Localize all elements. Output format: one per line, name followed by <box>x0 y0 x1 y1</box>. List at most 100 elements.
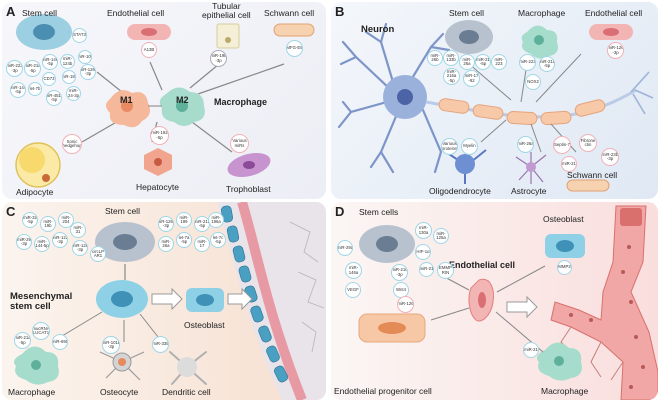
mirna-bubble: miR-21a -5p <box>14 332 31 349</box>
c-osteoblast-label: Osteoblast <box>184 320 225 330</box>
mirna-bubble: miR-23b -3p <box>601 148 619 166</box>
panel-d-letter: D <box>335 204 345 219</box>
mirna-bubble: miR- 31 <box>70 222 86 238</box>
mirna-bubble: miR-126 <box>397 296 414 313</box>
mirna-bubble: miR-122 -3p <box>52 232 68 248</box>
mirna-bubble: EMMP RIN <box>437 262 454 279</box>
mirna-bubble: miR-146 -5p <box>42 54 58 70</box>
m2-label: M2 <box>176 95 189 105</box>
panel-a-graphics <box>15 14 315 188</box>
stem-cell-label: Stem cell <box>22 8 57 18</box>
mirna-bubble: HIF-1α <box>415 244 431 260</box>
mirna-bubble: miR-335 <box>152 336 169 353</box>
panel-c-letter: C <box>6 204 16 219</box>
mirna-bubble: miR-21 -5p <box>475 54 491 70</box>
schwann-cell-label: Schwann cell <box>264 8 315 18</box>
mirna-bubble: miR-126 -3p <box>72 240 88 256</box>
mirna-bubble: NOX2 <box>525 74 541 90</box>
panel-a-letter: A <box>6 4 16 19</box>
mirna-bubble: miR-223 -3p <box>6 60 23 77</box>
mirna-bubble: STAT3 <box>72 28 87 43</box>
mirna-bubble: miR-21a -5p <box>539 56 555 72</box>
panel-a: A Stem cell Endothelial cell Tubular epi… <box>2 2 326 199</box>
panel-d: D Stem cells Osteoblast Endothelial cell… <box>331 202 658 400</box>
mirna-bubble: miR-21a -5p <box>24 60 41 77</box>
adipocyte-label: Adipocyte <box>16 187 54 197</box>
epc-label: Endothelial progenitor cell <box>334 386 432 396</box>
panel-b-letter: B <box>335 4 345 19</box>
panel-b-graphics <box>337 20 654 192</box>
mirna-bubble: Myelin <box>461 138 478 155</box>
mirna-bubble: miR-126a -3p <box>158 216 174 232</box>
mirna-bubble: miR- 144-5p <box>34 236 50 252</box>
mirna-bubble: miR-29 -3p <box>16 234 32 250</box>
c-macrophage-label: Macrophage <box>8 387 56 397</box>
mirna-bubble: miR- 26a <box>459 54 475 70</box>
mirna-bubble: miR- 26a <box>158 236 174 252</box>
astrocyte-label: Astrocyte <box>511 186 547 196</box>
b-endothelial-label: Endothelial cell <box>585 8 643 18</box>
tubular-mirna: miR-19b -3p <box>210 50 227 67</box>
mirna-bubble: miR- 223 <box>491 54 507 70</box>
mirna-bubble: miR- 19b <box>40 216 56 232</box>
mirna-bubble: miR-144 -5p <box>10 82 26 98</box>
d-endothelial-label: Endothelial cell <box>449 260 516 270</box>
panel-c-graphics <box>14 202 326 400</box>
mirna-bubble: CD73 <box>42 72 56 86</box>
mirna-bubble: VEGF <box>345 282 361 298</box>
mirna-bubble: miR-451a -5p <box>46 90 62 106</box>
mirna-bubble: miR- 196a <box>208 212 224 228</box>
panel-b: B Neuron Stem cell Macrophage Endothelia… <box>331 2 658 199</box>
mirna-bubble: let-7c -5p <box>210 232 226 248</box>
tubular-cell-label: Tubular epithelial cell <box>202 2 251 20</box>
mirna-bubble: miR-29a <box>337 240 353 256</box>
mirna-bubble: miR-21 <box>561 156 577 172</box>
oligodendrocyte-label: Oligodendrocyte <box>429 186 491 196</box>
mirna-bubble: miR-126 -3p <box>607 42 624 59</box>
mirna-bubble: miR- 199 <box>176 212 192 228</box>
mirna-bubble: miR-182 <box>62 70 76 84</box>
adipocyte-mirna: Sonic hedgehog <box>62 134 82 154</box>
trophoblast-mirna: Various miRs <box>230 134 249 153</box>
panel-d-graphics <box>358 205 658 400</box>
mirna-bubble: miR- 125a <box>433 228 449 244</box>
osteocyte-label: Osteocyte <box>100 387 139 397</box>
mirna-bubble: miR-17 -92 <box>463 70 480 87</box>
mirna-bubble: miR-126a -3p <box>80 64 96 80</box>
endothelial-cell-label: Endothelial cell <box>107 8 165 18</box>
mirna-bubble: miR- 204 <box>58 212 74 228</box>
mirna-bubble: Fibrone ctin <box>579 134 597 152</box>
mirna-bubble: miR- 133b <box>443 50 459 66</box>
mirna-bubble: miR-100 <box>78 50 92 64</box>
mirna-bubble: let-7b <box>28 82 42 96</box>
mirna-bubble: miR-101b -3p <box>102 336 120 354</box>
endothelial-mirna: A13B <box>141 42 157 58</box>
mirna-bubble: miR-21 <box>523 342 539 358</box>
macrophage-label: Macrophage <box>214 97 268 107</box>
mirna-bubble: miR- 216a -5p <box>443 68 460 85</box>
b-stem-cell-label: Stem cell <box>449 8 484 18</box>
mirna-bubble: miR-26a <box>517 136 534 153</box>
msc-label: Mesenchymal stem cell <box>10 291 73 313</box>
m1-label: M1 <box>120 95 133 105</box>
mirna-bubble: miR-32 -5p <box>22 212 38 228</box>
b-schwann-label: Schwann cell <box>567 170 618 180</box>
b-macrophage-label: Macrophage <box>518 8 566 18</box>
neuron-label: Neuron <box>361 24 395 35</box>
mirna-bubble: miR- 26b <box>427 50 443 66</box>
mirna-bubble: Septin-7 <box>553 136 571 154</box>
dendritic-label: Dendritic cell <box>162 387 211 397</box>
mirna-bubble: miR- 124b <box>60 54 75 69</box>
mirna-bubble: MMP2 <box>557 260 572 275</box>
mirna-bubble: miR- 146a <box>345 262 362 279</box>
hepatocyte-label: Hepatocyte <box>136 182 179 192</box>
mirna-bubble: miR- 17 <box>194 236 210 252</box>
mirna-bubble: miR-210 -3p <box>391 264 408 281</box>
hepatocyte-mirna: miR-192 -5p <box>150 126 169 145</box>
mirna-bubble: miR-21 <box>419 262 434 277</box>
panel-c: C Stem cell Mesenchymal stem cell Osteob… <box>2 202 326 400</box>
mirna-bubble: miR- 130a <box>415 222 432 239</box>
mirna-bubble: miR-690 <box>52 334 68 350</box>
mirna-bubble: miR-223 <box>519 54 536 71</box>
